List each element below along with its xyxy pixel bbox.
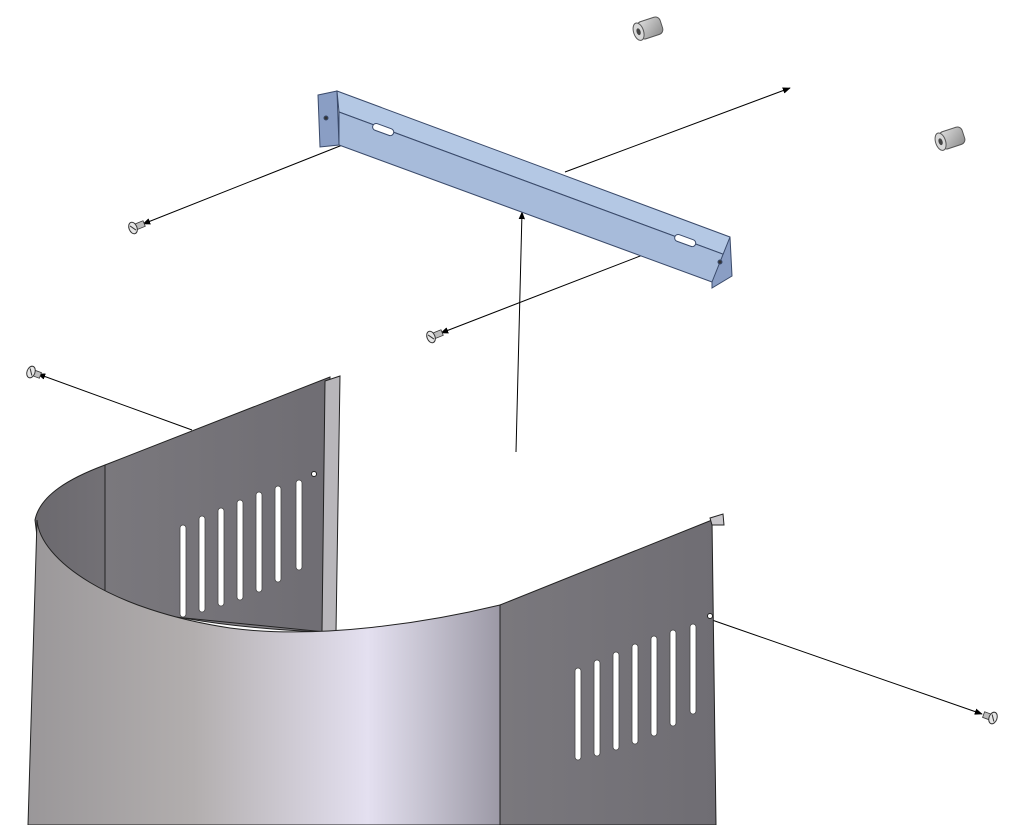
front-cover-panel <box>499 519 717 825</box>
screw-rear-cover <box>26 365 42 379</box>
wall-anchor-right <box>934 126 966 151</box>
front-chimney-cover <box>27 513 725 825</box>
rear-chimney-cover <box>34 375 341 633</box>
front-cover-curve <box>27 519 501 825</box>
screw-left-slot <box>128 220 146 235</box>
anchor-axis-line <box>564 87 791 173</box>
screw-line-front-cover <box>711 619 983 715</box>
bracket-web <box>336 90 731 257</box>
front-cover-vents <box>574 623 697 761</box>
wall-anchor-top <box>632 16 664 41</box>
rear-cover-vents <box>179 479 303 618</box>
bracket-slot-left <box>372 122 395 137</box>
bracket-slot-right <box>674 233 697 248</box>
screw-line-right-slot <box>440 245 667 334</box>
rear-cover-flange <box>321 375 341 633</box>
screw-line-rear-cover <box>37 373 193 431</box>
screw-right-slot <box>426 329 444 344</box>
screw-line-left-slot <box>142 141 351 225</box>
bracket-lift-line <box>515 211 526 453</box>
screw-front-cover <box>982 711 998 725</box>
assembly-lines <box>37 87 983 715</box>
front-cover-flange <box>709 513 725 526</box>
bracket-left-tab <box>317 90 340 148</box>
mounting-bracket <box>317 90 733 289</box>
